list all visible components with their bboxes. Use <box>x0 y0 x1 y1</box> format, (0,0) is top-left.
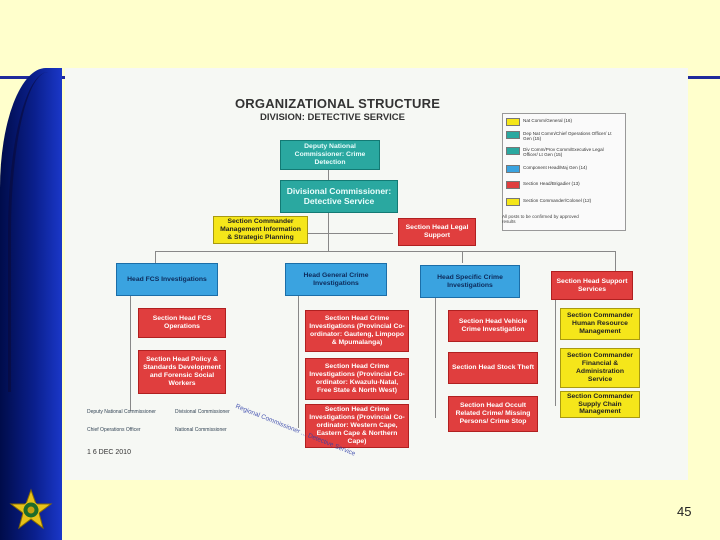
occult-crime-box: Section Head Occult Related Crime/ Missi… <box>448 396 538 432</box>
legend: Nat Comm/General (16) Dep Nat Comm/Chief… <box>502 113 626 231</box>
fcs-operations-box: Section Head FCS Operations <box>138 308 226 338</box>
hr-management-box: Section Commander Human Resource Managem… <box>560 308 640 340</box>
star-emblem-svg <box>9 488 53 530</box>
node-label: Section Head Policy & Standards Developm… <box>143 356 221 387</box>
vehicle-crime-box: Section Head Vehicle Crime Investigation <box>448 310 538 342</box>
legend-swatch <box>506 131 520 139</box>
legend-item: Section Head/Brigadier (13) <box>506 181 580 189</box>
legend-item: Section Commander/Colonel (12) <box>506 198 591 206</box>
saps-star-emblem-icon <box>0 482 62 540</box>
signature-date: 1 6 DEC 2010 <box>87 449 131 456</box>
legend-label: Section Head/Brigadier (13) <box>523 181 580 186</box>
signature-area: Deputy National Commissioner Divisional … <box>87 401 356 471</box>
signature-line: Divisional Commissioner <box>175 409 230 415</box>
node-label: Deputy National Commissioner: Crime Dete… <box>294 143 366 166</box>
legend-note: All posts to be confirmed by approved re… <box>502 214 579 224</box>
legend-swatch <box>506 165 520 173</box>
node-label: Section Commander Supply Chain Managemen… <box>566 392 634 416</box>
signature-line: Chief Operations Officer <box>87 427 141 433</box>
node-label: Section Head Occult Related Crime/ Missi… <box>455 402 531 425</box>
legal-support-box: Section Head Legal Support <box>398 218 476 246</box>
connector <box>278 233 393 234</box>
connector <box>615 251 616 271</box>
legend-item: Component Head/Maj Gen (14) <box>506 165 587 173</box>
legend-item: Dep Nat Comm/Chief Operations Officer/ L… <box>506 131 619 141</box>
org-chart-document: ORGANIZATIONAL STRUCTURE DIVISION: DETEC… <box>65 68 688 480</box>
policy-standards-box: Section Head Policy & Standards Developm… <box>138 350 226 394</box>
node-label: Section Head Support Services <box>556 277 628 293</box>
connector <box>298 296 299 428</box>
node-label: Section Head Vehicle Crime Investigation <box>458 318 528 333</box>
legend-label: Nat Comm/General (16) <box>523 118 573 123</box>
deputy-national-commissioner-box: Deputy National Commissioner: Crime Dete… <box>280 140 380 170</box>
node-label: Section Head Legal Support <box>405 224 469 239</box>
crime-investigations-1-box: Section Head Crime Investigations (Provi… <box>305 310 409 352</box>
node-label: Divisional Commissioner: Detective Servi… <box>286 185 392 206</box>
legend-label: Component Head/Maj Gen (14) <box>523 165 588 170</box>
legend-swatch <box>506 181 520 189</box>
left-band-curve <box>8 72 48 392</box>
legend-item: Nat Comm/General (16) <box>506 118 572 126</box>
legend-swatch <box>506 147 520 155</box>
connector <box>155 251 156 263</box>
node-label: Section Head Stock Theft <box>452 364 534 372</box>
node-label: Section Commander Financial & Administra… <box>566 352 634 383</box>
node-label: Head Specific Crime Investigations <box>437 273 503 289</box>
node-label: Section Head Crime Investigations (Provi… <box>309 363 405 394</box>
signature-line: National Commissioner <box>175 427 227 433</box>
connector <box>155 251 615 252</box>
legend-swatch <box>506 198 520 206</box>
fcs-investigations-box: Head FCS Investigations <box>116 263 218 296</box>
node-label: Section Commander Human Resource Managem… <box>566 312 634 335</box>
specific-crime-box: Head Specific Crime Investigations <box>420 265 520 298</box>
mgmt-information-box: Section Commander Management Information… <box>213 216 308 244</box>
supply-chain-box: Section Commander Supply Chain Managemen… <box>560 391 640 418</box>
crime-investigations-3-box: Section Head Crime Investigations (Provi… <box>305 404 409 448</box>
legend-swatch <box>506 118 520 126</box>
node-label: Section Commander Management Information… <box>220 218 301 241</box>
page-number: 45 <box>677 504 692 519</box>
divisional-commissioner-box: Divisional Commissioner: Detective Servi… <box>280 180 398 213</box>
legend-label: Div Comm/Prov Comm/Executive Legal Offic… <box>523 147 604 158</box>
node-label: Section Head FCS Operations <box>152 315 212 330</box>
chart-subtitle: DIVISION: DETECTIVE SERVICE <box>260 112 405 123</box>
node-label: Section Head Crime Investigations (Provi… <box>309 315 405 346</box>
connector <box>328 213 329 251</box>
crime-investigations-2-box: Section Head Crime Investigations (Provi… <box>305 358 409 400</box>
financial-admin-box: Section Commander Financial & Administra… <box>560 348 640 388</box>
node-label: Head FCS Investigations <box>127 275 207 283</box>
signature-line: Deputy National Commissioner <box>87 409 156 415</box>
node-label: Head General Crime Investigations <box>303 271 369 287</box>
legend-item: Div Comm/Prov Comm/Executive Legal Offic… <box>506 147 619 157</box>
stock-theft-box: Section Head Stock Theft <box>448 352 538 384</box>
support-services-box: Section Head Support Services <box>551 271 633 300</box>
connector <box>130 296 131 411</box>
connector <box>435 296 436 418</box>
connector <box>555 300 556 406</box>
node-label: Section Head Crime Investigations (Provi… <box>309 406 405 445</box>
legend-label: Section Commander/Colonel (12) <box>523 198 592 203</box>
connector <box>462 251 463 263</box>
connector <box>328 170 329 188</box>
legend-label: Dep Nat Comm/Chief Operations Officer/ L… <box>523 131 612 142</box>
chart-title: ORGANIZATIONAL STRUCTURE <box>235 96 441 111</box>
general-crime-box: Head General Crime Investigations <box>285 263 387 296</box>
